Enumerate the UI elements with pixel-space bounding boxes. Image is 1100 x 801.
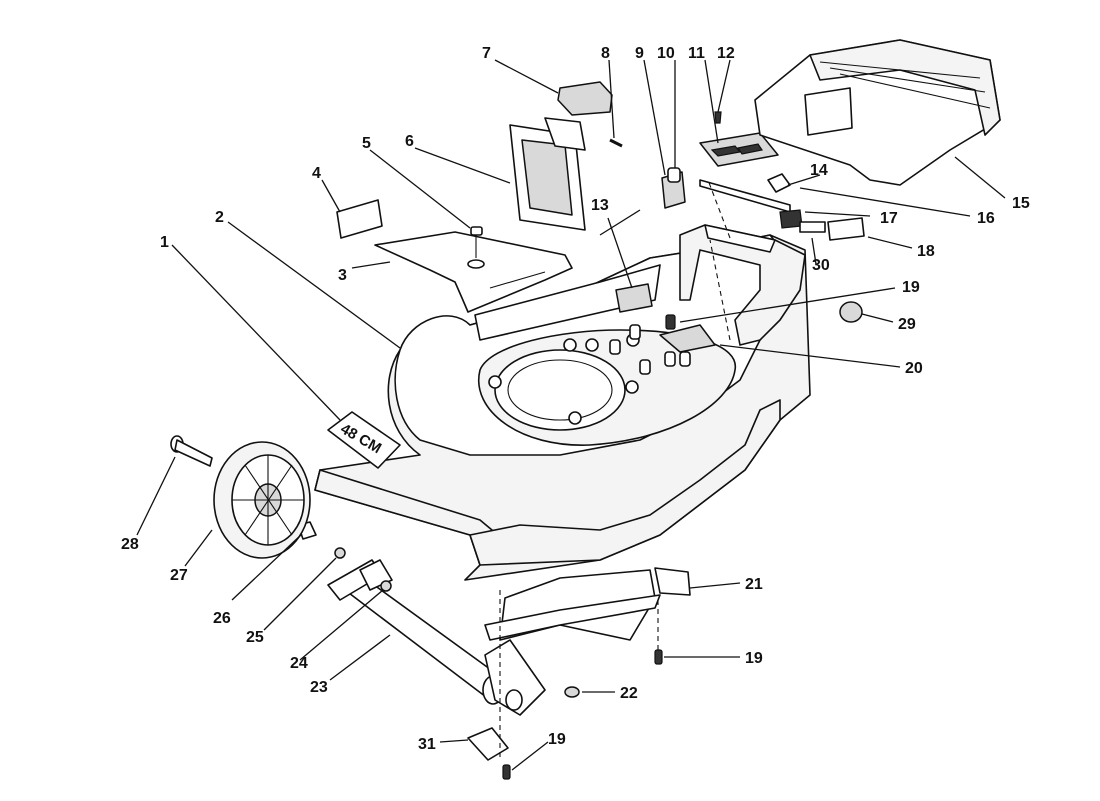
screw-12 [714,111,722,124]
callout-1: 1 [160,234,169,251]
pin-8 [609,138,623,148]
callout-2: 2 [215,209,224,226]
front-axle-bracket [484,569,661,641]
knob-14 [767,173,791,193]
callout-19-upper: 19 [902,279,920,296]
handle-block-7 [557,81,613,116]
axle-tube-23 [344,581,506,705]
bolt-28 [170,435,213,467]
callout-17: 17 [880,210,898,227]
callout-15: 15 [1012,195,1030,212]
label-plate-4 [336,199,383,239]
wheel-27 [213,441,311,559]
callout-18: 18 [917,243,935,260]
callout-25: 25 [246,629,264,646]
bracket-21 [654,567,691,596]
callout-26: 26 [213,610,231,627]
discharge-chute-6 [509,117,586,231]
callout-23: 23 [310,679,328,696]
callout-12: 12 [717,45,735,62]
callout-4: 4 [312,165,321,182]
callout-29: 29 [898,316,916,333]
callout-19-mid: 19 [745,650,763,667]
nut-22 [564,686,580,698]
spring-17 [779,209,803,229]
height-adjuster [484,639,546,716]
mower-deck [314,234,811,581]
leader-lines [136,59,1006,771]
nut-25 [334,547,346,559]
callout-20: 20 [905,360,923,377]
callout-9: 9 [635,45,644,62]
callout-24: 24 [290,655,308,672]
callout-8: 8 [601,45,610,62]
bushing-10 [667,167,681,183]
callout-3: 3 [338,267,347,284]
callout-30: 30 [812,257,830,274]
callout-11: 11 [688,45,705,62]
nut-24 [380,580,392,592]
callout-10: 10 [657,45,675,62]
screw-5 [467,226,485,269]
callout-5: 5 [362,135,371,152]
callout-22: 22 [620,685,638,702]
callout-19-lower: 19 [548,731,566,748]
callout-6: 6 [405,133,414,150]
callout-numbers: 1 2 3 4 5 6 7 8 9 10 11 12 13 14 15 16 1… [121,45,1030,753]
bolt-19-mid [654,649,663,665]
bolt-19-upper [665,314,676,330]
callout-28: 28 [121,536,139,553]
rear-frame-20 [659,224,806,353]
label-13 [615,283,653,313]
callout-13: 13 [591,197,609,214]
bolt-19-lower [502,764,511,780]
deflector-plate-3 [374,231,573,313]
plug-29 [839,301,863,323]
callout-14: 14 [810,162,828,179]
cover-plate-11 [699,132,779,167]
tag-18 [827,217,865,241]
callout-21: 21 [745,576,763,593]
callout-16: 16 [977,210,995,227]
mount-bracket-24 [327,559,393,601]
rear-housing-15 [754,39,1001,186]
plate-31 [467,727,509,761]
callout-27: 27 [170,567,188,584]
callout-31: 31 [418,736,436,753]
callout-7: 7 [482,45,491,62]
shaft-30 [799,221,826,233]
